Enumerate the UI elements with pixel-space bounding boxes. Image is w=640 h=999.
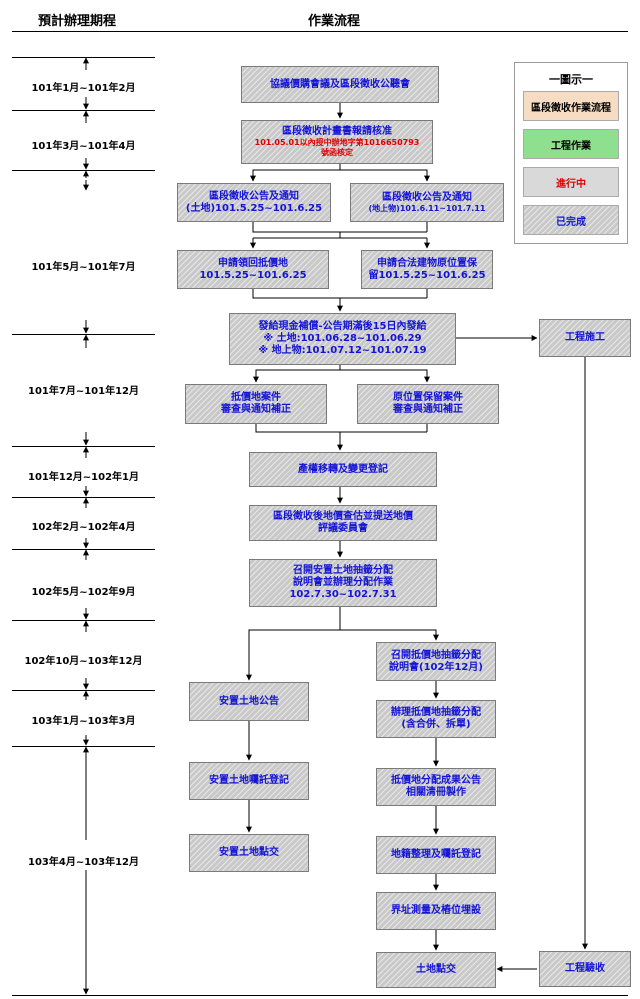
flow-box-plan-approval: 區段徵收計畫書報請核准 101.05.01以內授中辦地字第1016650793 … (241, 120, 433, 164)
period-label: 103年1月~103年3月 (31, 716, 136, 727)
flow-box-construction: 工程施工 (539, 319, 631, 357)
period-label: 102年10月~103年12月 (24, 656, 143, 667)
period-label: 102年2月~102年4月 (31, 522, 136, 533)
legend: 一圖示一 區段徵收作業流程 工程作業 進行中 已完成 (514, 62, 628, 244)
flow-box-title-transfer: 產權移轉及變更登記 (249, 452, 437, 487)
flow-box-lottery-briefing: 召開抵價地抽籤分配 說明會(102年12月) (376, 642, 496, 681)
legend-item-process: 區段徵收作業流程 (523, 91, 619, 121)
period-label: 101年1月~101年2月 (31, 83, 136, 94)
legend-item-engineering: 工程作業 (523, 129, 619, 159)
flow-box-land-valuation: 區段徵收後地價查估並提送地價 評議委員會 (249, 505, 437, 541)
flow-box-resettlement-registration: 安置土地囑託登記 (189, 762, 309, 800)
flow-box-retain-case-review: 原位置保留案件 審查與通知補正 (357, 384, 499, 424)
period-label: 101年5月~101年7月 (31, 262, 136, 273)
flow-box-lottery-allocation: 辦理抵價地抽籤分配 (含合併、拆單) (376, 700, 496, 738)
flow-box-resettlement-lottery: 召開安置土地抽籤分配 說明會並辦理分配作業 102.7.30~102.7.31 (249, 559, 437, 607)
flow-box-allocation-results: 抵價地分配成果公告 相關清冊製作 (376, 768, 496, 806)
flow-box-land-handover: 土地點交 (376, 952, 496, 988)
period-label: 101年7月~101年12月 (27, 386, 139, 397)
legend-item-in-progress: 進行中 (523, 167, 619, 197)
flow-box-notice-land: 區段徵收公告及通知 (土地)101.5.25~101.6.25 (177, 183, 331, 222)
period-label: 102年5月~102年9月 (31, 587, 136, 598)
flow-column-header: 作業流程 (308, 14, 361, 29)
flow-box-apply-building-retain: 申請合法建物原位置保 留101.5.25~101.6.25 (361, 250, 493, 289)
legend-item-completed: 已完成 (523, 205, 619, 235)
flow-box-public-hearing: 協議價購會議及區段徵收公聽會 (241, 66, 439, 103)
flow-box-notice-structures: 區段徵收公告及通知 (地上物)101.6.11~101.7.11 (350, 183, 504, 222)
flow-box-cadastral-registration: 地籍整理及囑託登記 (376, 836, 496, 874)
period-label: 101年3月~101年4月 (31, 141, 136, 152)
flow-box-resettlement-notice: 安置土地公告 (189, 682, 309, 721)
period-label: 101年12月~102年1月 (27, 472, 139, 483)
flow-box-cash-compensation: 發給現金補償-公告期滿後15日內發給 ※ 土地:101.06.28~101.06… (229, 313, 456, 365)
header-divider (12, 31, 628, 32)
flow-box-boundary-survey: 界址測量及樁位埋設 (376, 892, 496, 930)
flow-box-land-case-review: 抵價地案件 審查與通知補正 (185, 384, 327, 424)
period-label: 103年4月~103年12月 (27, 857, 139, 868)
period-column-header: 預計辦理期程 (38, 14, 117, 29)
flow-box-resettlement-handover: 安置土地點交 (189, 834, 309, 872)
legend-title: 一圖示一 (549, 73, 593, 86)
flow-box-apply-land-return: 申請領回抵價地 101.5.25~101.6.25 (177, 250, 329, 289)
bottom-divider (12, 995, 628, 996)
flow-box-acceptance: 工程驗收 (539, 951, 631, 987)
